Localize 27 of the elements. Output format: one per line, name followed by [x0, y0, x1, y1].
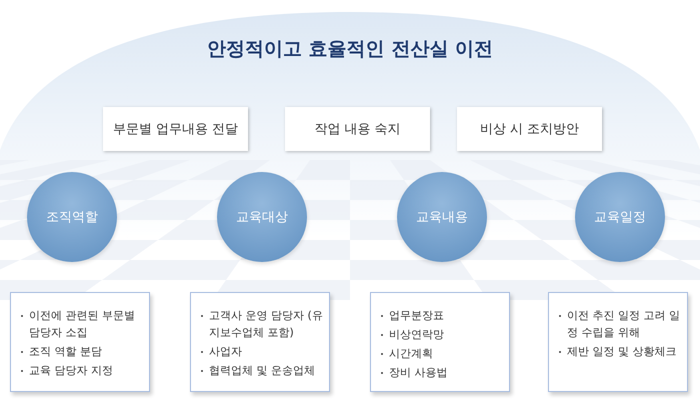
- bullet-text: 비상연락망: [389, 327, 444, 343]
- bullet-text: 장비 사용법: [389, 365, 448, 381]
- bullet-text: 업무분장표: [389, 308, 444, 324]
- category-label: 교육내용: [416, 209, 468, 226]
- category-label: 교육대상: [236, 209, 288, 226]
- topic-text: 부문별 업무내용 전달: [112, 121, 238, 138]
- bullet-text: 제반 일정 및 상황체크: [567, 344, 676, 360]
- category-label: 교육일정: [594, 209, 646, 226]
- detail-card: [548, 292, 688, 392]
- detail-card: [190, 292, 330, 392]
- bullet-text: 시간계획: [389, 346, 433, 362]
- topic-text: 작업 내용 숙지: [314, 121, 401, 138]
- category-label: 조직역할: [46, 209, 98, 226]
- detail-card: [370, 292, 510, 392]
- bullet-text: 교육 담당자 지정: [29, 363, 113, 379]
- topic-box: [103, 107, 248, 151]
- bullet-text: 조직 역할 분담: [29, 344, 102, 360]
- topic-text: 비상 시 조치방안: [480, 121, 580, 138]
- bullet-text: 사업자: [209, 344, 242, 360]
- diagram-title: 안정적이고 효율적인 전산실 이전: [206, 37, 494, 62]
- topic-box: [457, 107, 602, 151]
- bullet-text: 이전에 관련된 부문별 담당자 소집: [29, 308, 136, 341]
- bullet-text: 이전 추진 일정 고려 일정 수립을 위해: [567, 308, 681, 341]
- detail-card: [10, 292, 150, 392]
- topic-box: [285, 107, 430, 151]
- bullet-text: 고객사 운영 담당자 (유지보수업체 포함): [209, 308, 323, 341]
- bullet-text: 협력업체 및 운송업체: [209, 363, 315, 379]
